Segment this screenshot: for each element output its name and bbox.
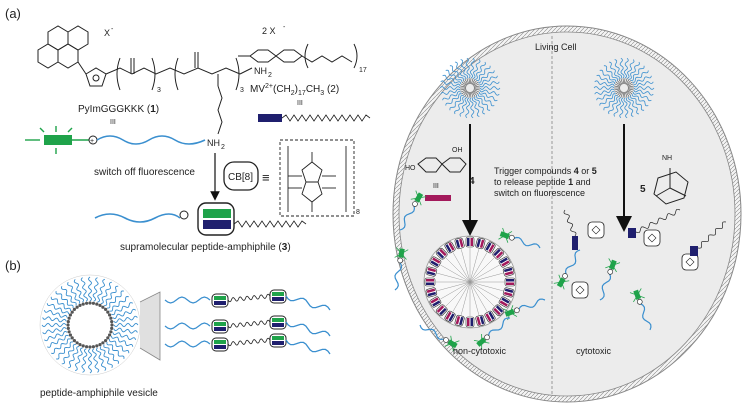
counterion-2: 2 X — [262, 26, 276, 36]
nh2-a-label: NH — [254, 66, 267, 76]
counterion-1: X — [104, 28, 110, 38]
trigger-line-2: to release peptide 1 and — [494, 177, 591, 187]
compound-2-caption: MV2+(CH2)17CH3 (2) — [250, 83, 339, 97]
cb8-ring-assembly — [423, 235, 517, 329]
cb8-equiv: ≡ — [262, 170, 270, 185]
cb8-label: CB[8] — [228, 172, 253, 183]
nh2-5-label: NH — [662, 155, 672, 162]
panel-b-label: (b) — [5, 258, 21, 273]
chain-17-label: 17 — [359, 67, 367, 74]
released-peptides-left — [394, 190, 546, 352]
micelle-icon — [439, 57, 655, 119]
released-peptides-right — [553, 208, 727, 331]
counterion-2-sup: - — [283, 24, 286, 31]
viologen-cartoon — [258, 114, 371, 122]
chain-3-label: 3 — [157, 87, 161, 94]
vesicle-icon — [39, 274, 141, 376]
equiv-mark-2: III — [297, 100, 303, 107]
counterion-1-sup: - — [111, 26, 114, 33]
oh-label: OH — [452, 147, 463, 154]
compound-1-caption: PyImGGGKKK (1) — [78, 104, 159, 115]
fluorophore-icon — [44, 135, 72, 145]
supramolecular-caption: supramolecular peptide-amphiphile (3) — [120, 242, 291, 253]
trigger-line-3: switch on fluorescence — [494, 188, 585, 198]
trigger-line-1: Trigger compounds 4 or 5 — [494, 166, 597, 176]
svg-text:+: + — [90, 138, 94, 145]
nh2-b-label: NH — [207, 138, 220, 148]
zoomed-amphiphiles — [164, 289, 331, 355]
cb8-structure — [279, 139, 355, 217]
peptide-cartoon: + — [25, 126, 206, 154]
cytotoxic-label: cytotoxic — [576, 346, 612, 356]
cucurbituril-ring-icon — [223, 161, 259, 191]
equiv-mark-4: III — [433, 183, 439, 190]
switch-off-text: switch off fluorescence — [94, 167, 195, 178]
nh2-a-sub: 2 — [268, 72, 272, 79]
equiv-mark-1: III — [110, 119, 116, 126]
living-cell-label: Living Cell — [535, 42, 577, 52]
cb8-subscript: 8 — [356, 209, 360, 216]
compound-4-number: 4 — [469, 176, 475, 187]
chain-3b-label: 3 — [240, 87, 244, 94]
compound-5-structure — [653, 168, 689, 205]
compound-2-structure — [238, 43, 358, 69]
compound-1-structure — [37, 25, 253, 135]
nh2-b-sub: 2 — [221, 144, 225, 151]
vesicle-caption: peptide-amphiphile vesicle — [40, 388, 158, 399]
panel-a-label: (a) — [5, 6, 21, 21]
supramolecular-cartoon — [94, 202, 307, 236]
ho-label: HO — [405, 165, 416, 172]
zoom-wedge — [139, 291, 161, 361]
naphthol-cartoon — [425, 195, 451, 201]
compound-5-number: 5 — [640, 184, 646, 195]
non-cytotoxic-label: non-cytotoxic — [453, 346, 507, 356]
compound-4-structure — [417, 157, 467, 173]
